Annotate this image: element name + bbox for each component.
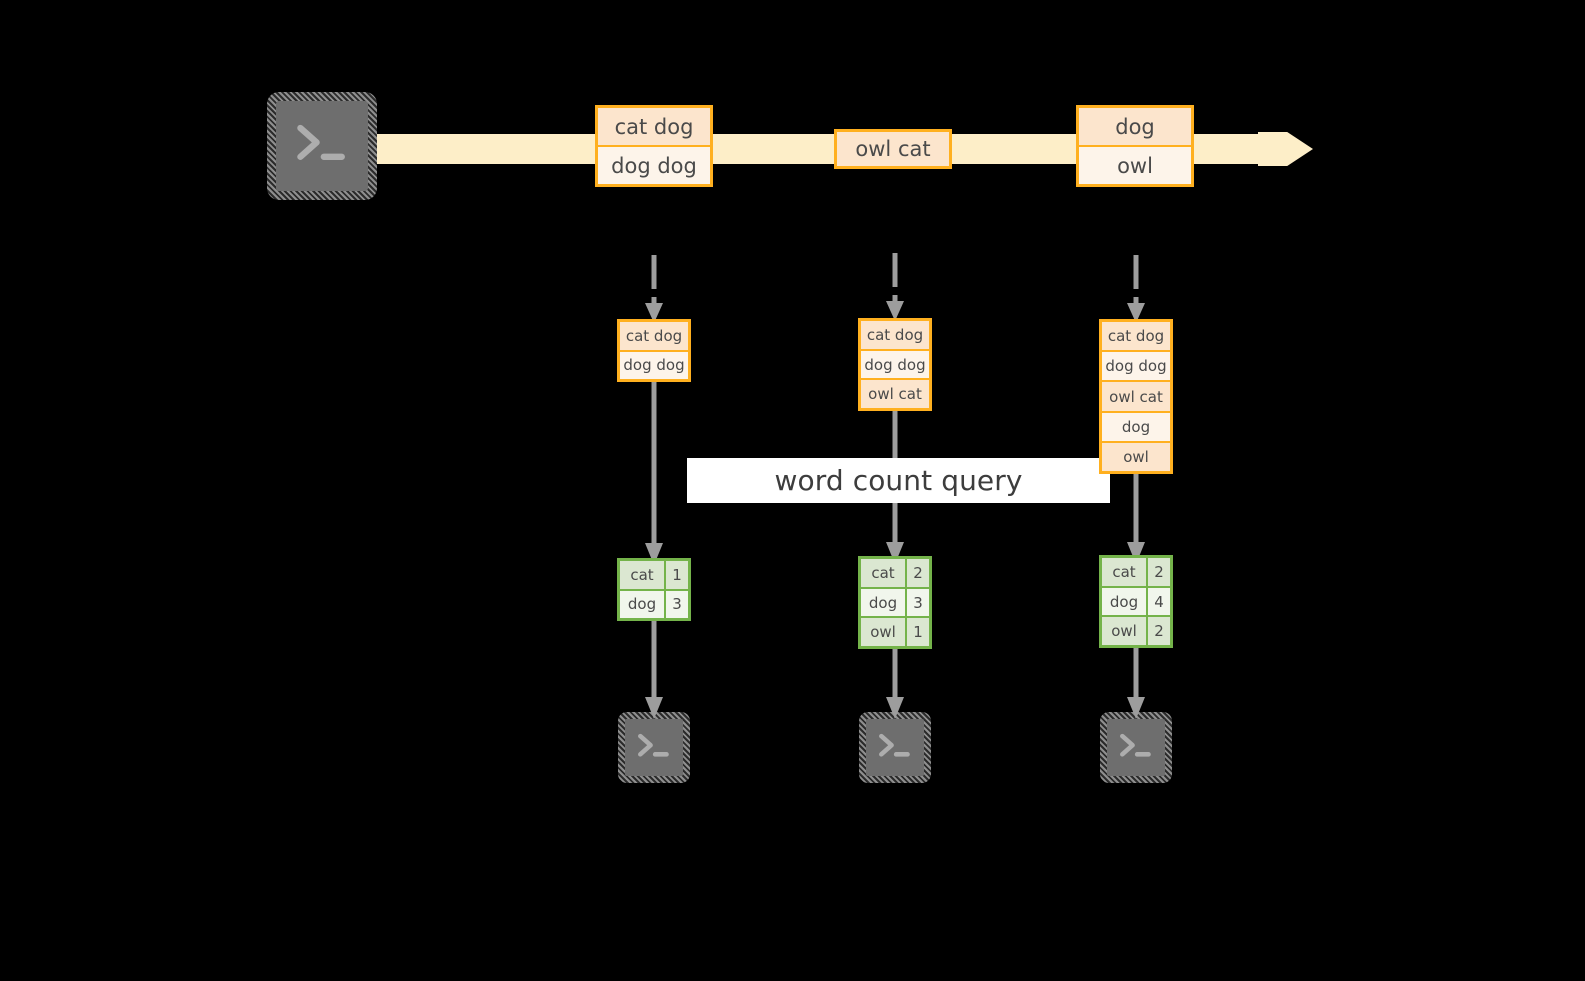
accumulated-line: dog (1102, 410, 1170, 441)
result-word: dog (1109, 592, 1139, 611)
accumulated-line: cat dog (1102, 322, 1170, 351)
query-label-band: word count query (687, 458, 1110, 503)
batch-line: dog (1079, 108, 1191, 145)
result-word: cat (630, 565, 654, 584)
table-row: cat 2 (861, 559, 929, 587)
accumulated-box-2[interactable]: cat dog dog dog owl cat (858, 318, 932, 411)
result-count: 4 (1146, 587, 1170, 616)
dashed-connector-3 (1127, 255, 1145, 323)
batch-line: cat dog (598, 108, 710, 145)
sink-terminal-icon-3 (1100, 712, 1172, 783)
stream-batch-1[interactable]: cat dog dog dog (595, 105, 713, 187)
accumulated-line: owl cat (1102, 380, 1170, 411)
sink-connector-2 (886, 647, 904, 719)
result-table-3[interactable]: cat 2 dog 4 owl 2 (1099, 555, 1173, 648)
table-row: dog 4 (1102, 585, 1170, 616)
sink-connector-1 (645, 619, 663, 719)
table-row: dog 3 (620, 588, 688, 618)
table-row: cat 2 (1102, 558, 1170, 586)
result-word: dog (627, 595, 657, 614)
stream-batch-2[interactable]: owl cat (834, 129, 952, 169)
terminal-prompt-glyph (276, 101, 368, 191)
accumulated-line: owl cat (861, 378, 929, 409)
table-row: cat 1 (620, 561, 688, 589)
source-terminal-icon (267, 92, 377, 200)
terminal-prompt-glyph (866, 719, 924, 776)
terminal-prompt-glyph (625, 719, 683, 776)
result-word: dog (868, 593, 898, 612)
table-row: owl 1 (861, 616, 929, 647)
accumulated-line: cat dog (861, 321, 929, 349)
result-table-2[interactable]: cat 2 dog 3 owl 1 (858, 556, 932, 649)
result-word: cat (871, 563, 895, 582)
sink-terminal-icon-1 (618, 712, 690, 783)
accumulated-box-1[interactable]: cat dog dog dog (617, 319, 691, 382)
stream-batch-3[interactable]: dog owl (1076, 105, 1194, 187)
result-count: 1 (664, 561, 688, 589)
result-count: 3 (905, 588, 929, 617)
result-count: 1 (905, 618, 929, 647)
accumulated-line: owl (1102, 440, 1170, 472)
result-word: cat (1112, 562, 1136, 581)
result-table-1[interactable]: cat 1 dog 3 (617, 558, 691, 621)
sink-terminal-icon-2 (859, 712, 931, 783)
query-connector-3 (1127, 472, 1145, 564)
result-word: owl (870, 623, 896, 642)
accumulated-line: dog dog (861, 348, 929, 379)
batch-line: owl (1079, 145, 1191, 184)
result-count: 2 (905, 559, 929, 587)
result-count: 2 (1146, 617, 1170, 646)
accumulated-line: dog dog (1102, 350, 1170, 381)
result-count: 2 (1146, 558, 1170, 586)
table-row: owl 2 (1102, 615, 1170, 646)
accumulated-box-3[interactable]: cat dog dog dog owl cat dog owl (1099, 319, 1173, 474)
dashed-connector-1 (645, 255, 663, 323)
accumulated-line: dog dog (620, 349, 688, 379)
sink-connector-3 (1127, 646, 1145, 719)
terminal-prompt-glyph (1107, 719, 1165, 776)
batch-line: dog dog (598, 145, 710, 184)
result-word: owl (1111, 622, 1137, 641)
table-row: dog 3 (861, 586, 929, 617)
query-connector-1 (645, 380, 663, 565)
accumulated-line: cat dog (620, 322, 688, 350)
batch-line: owl cat (837, 132, 949, 166)
query-label: word count query (774, 464, 1023, 497)
dashed-connector-2 (886, 253, 904, 321)
result-count: 3 (664, 590, 688, 618)
